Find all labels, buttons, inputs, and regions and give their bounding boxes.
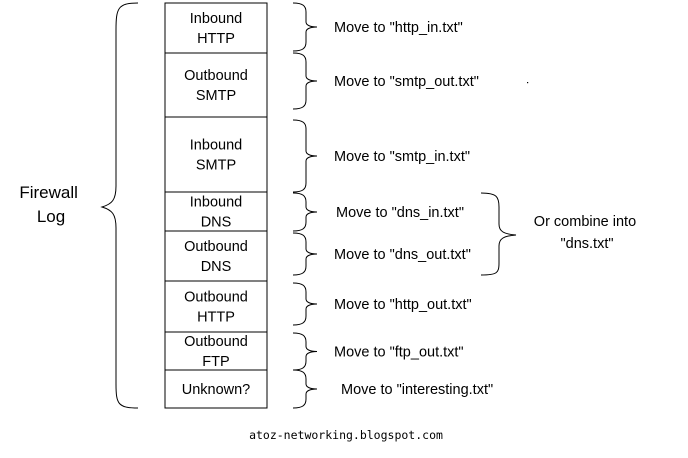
action-brace xyxy=(292,232,318,276)
action-label: Move to "http_out.txt" xyxy=(334,297,472,313)
log-cell-box xyxy=(164,116,268,193)
action-label: Move to "ftp_out.txt" xyxy=(334,345,464,361)
action-label: Move to "http_in.txt" xyxy=(334,20,463,36)
log-cell-box xyxy=(164,52,268,118)
log-cell-box xyxy=(164,2,268,54)
log-cell-box xyxy=(164,331,268,371)
action-label: Move to "interesting.txt" xyxy=(341,382,493,398)
site-credit: atoz-networking.blogspot.com xyxy=(249,428,443,442)
stray-dot xyxy=(527,82,529,84)
action-label: Move to "dns_in.txt" xyxy=(336,205,464,221)
firewall-log-label: Firewall Log xyxy=(19,183,82,226)
action-column: Move to "http_in.txt" Move to "smtp_out.t… xyxy=(292,2,493,409)
action-label: Move to "dns_out.txt" xyxy=(334,247,471,263)
log-cell-box xyxy=(164,369,268,409)
action-brace xyxy=(292,192,318,232)
log-cell-label: Unknown? xyxy=(182,382,251,398)
dns-combine-note: Or combine into "dns.txt" xyxy=(534,214,640,252)
firewall-log-brace xyxy=(100,2,139,409)
action-brace xyxy=(292,282,318,326)
dns-combine-brace xyxy=(480,192,517,276)
action-brace xyxy=(292,2,318,52)
action-label: Move to "smtp_out.txt" xyxy=(334,74,479,90)
action-brace xyxy=(292,119,318,193)
action-brace xyxy=(292,52,318,110)
action-brace xyxy=(292,332,318,371)
action-brace xyxy=(292,369,318,409)
log-cell-box xyxy=(164,280,268,333)
log-cell-box xyxy=(164,191,268,232)
action-label: Move to "smtp_in.txt" xyxy=(334,149,470,165)
